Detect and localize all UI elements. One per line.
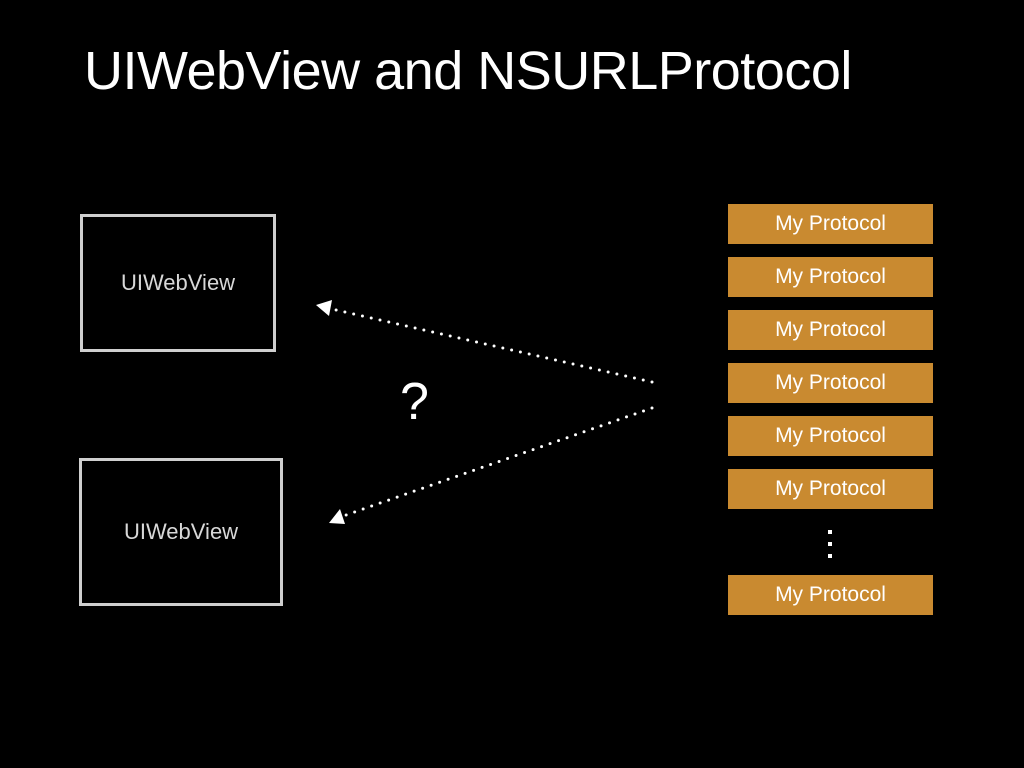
arrow-to-bottom-webview — [344, 406, 654, 517]
ellipsis-dot — [828, 554, 832, 558]
protocol-box: My Protocol — [728, 257, 933, 297]
protocol-box: My Protocol — [728, 416, 933, 456]
arrowhead-top — [316, 300, 332, 316]
arrowhead-bottom — [329, 509, 345, 524]
uiwebview-label: UIWebView — [120, 270, 236, 295]
question-mark: ? — [400, 373, 429, 431]
arrow-to-top-webview — [330, 307, 654, 384]
protocol-box: My Protocol — [728, 204, 933, 244]
protocol-box: My Protocol — [728, 575, 933, 615]
ellipsis-dot — [828, 542, 832, 546]
uiwebview-label: UIWebView — [123, 519, 239, 544]
slide-title: UIWebView and NSURLProtocol — [84, 41, 852, 101]
ellipsis-dot — [828, 530, 832, 534]
protocol-box: My Protocol — [728, 310, 933, 350]
uiwebview-box-top: UIWebView — [80, 214, 276, 352]
protocol-box: My Protocol — [728, 363, 933, 403]
protocol-box: My Protocol — [728, 469, 933, 509]
ellipsis-vertical — [828, 530, 834, 566]
uiwebview-box-bottom: UIWebView — [79, 458, 283, 606]
